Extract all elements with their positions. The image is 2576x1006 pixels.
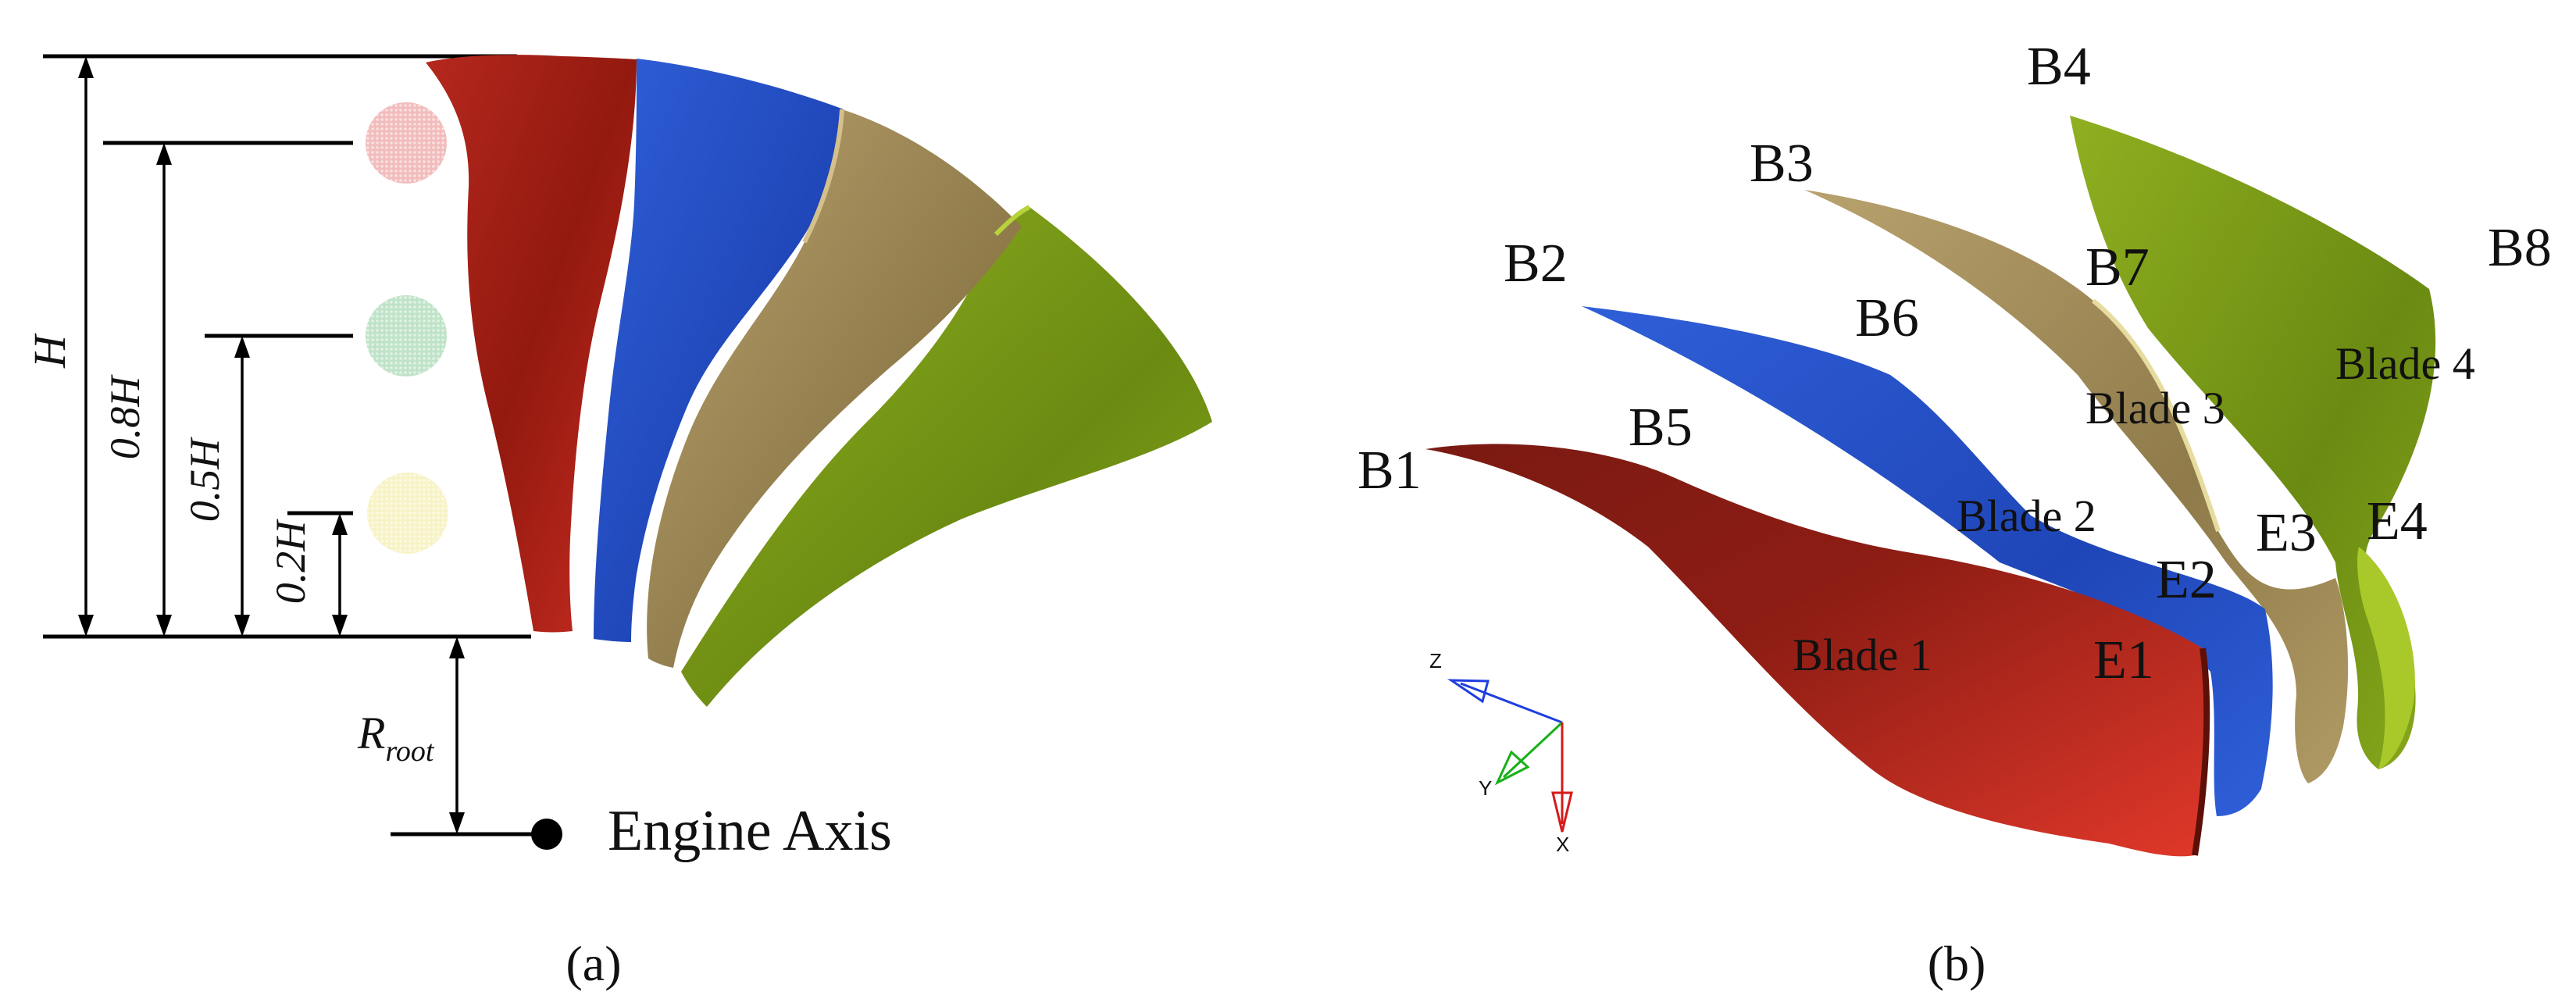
label-blade-2: Blade 2 [1957,491,2096,541]
triad-x-label: X [1556,833,1569,856]
caption-a: (a) [566,936,621,991]
label-blade-4: Blade 4 [2335,338,2475,389]
marker-0.8H [366,102,447,184]
label-blade-3: Blade 3 [2085,383,2225,433]
blade-a-3-tan [647,109,1022,668]
label-0.2H: 0.2H [267,519,314,605]
label-r-root: Rroot [357,708,435,768]
label-B7: B7 [2085,237,2150,298]
label-E2: E2 [2156,550,2217,610]
label-blade-1: Blade 1 [1793,630,1932,680]
label-B5: B5 [1629,398,1693,458]
panel-a: H 0.8H 0.5H 0.2H Rroot Engine Axis (a) [24,54,1212,991]
blade-b-4-green [2070,116,2436,769]
panel-b: B1 B2 B3 B4 B5 B6 B7 B8 E1 E2 E3 E4 Blad… [1358,37,2552,991]
blade-b-3-edge [2092,298,2221,532]
dim-arrow-H [78,56,94,637]
label-B8: B8 [2488,218,2552,278]
blade-b-1-edge [2192,647,2210,856]
label-E4: E4 [2367,491,2428,551]
blade-a-2-blue [594,59,844,642]
label-B1: B1 [1358,441,1422,501]
label-engine-axis: Engine Axis [608,799,892,863]
triad-y-arrowhead [1494,750,1530,786]
label-E3: E3 [2256,503,2317,563]
label-B3: B3 [1750,134,1814,194]
blade-b-1-red [1425,444,2207,857]
label-B4: B4 [2027,37,2091,97]
dim-arrow-0.5H [234,336,250,637]
triad-z-label: Z [1429,649,1442,672]
dim-arrow-0.2H [332,513,348,637]
dim-arrow-root [449,637,465,834]
triad-z-axis [1460,682,1563,724]
label-B2: B2 [1504,234,1568,294]
label-H: H [24,333,75,369]
blade-b-2-blue [1582,306,2273,816]
dim-arrow-0.8H [156,143,172,637]
blade-a-4-green [681,207,1212,707]
engine-axis-dot [531,819,562,850]
label-0.8H: 0.8H [102,374,148,460]
label-E1: E1 [2093,630,2154,690]
blade-a-1-red [426,55,637,633]
blade-b-3-tan [1804,190,2349,783]
coordinate-triad: Z Y X [1429,649,1573,856]
marker-0.2H [367,473,448,554]
label-0.5H: 0.5H [181,437,228,523]
blade-a-3-edge [802,109,844,244]
blade-b-4-tip [2357,547,2415,769]
triad-y-axis [1502,721,1564,779]
caption-b: (b) [1928,936,1986,991]
marker-0.5H [366,295,447,376]
triad-z-arrowhead [1447,679,1490,704]
triad-y-label: Y [1479,776,1492,800]
blade-a-4-edge [994,205,1031,237]
label-B6: B6 [1855,288,1919,348]
triad-x-arrowhead [1551,791,1573,833]
